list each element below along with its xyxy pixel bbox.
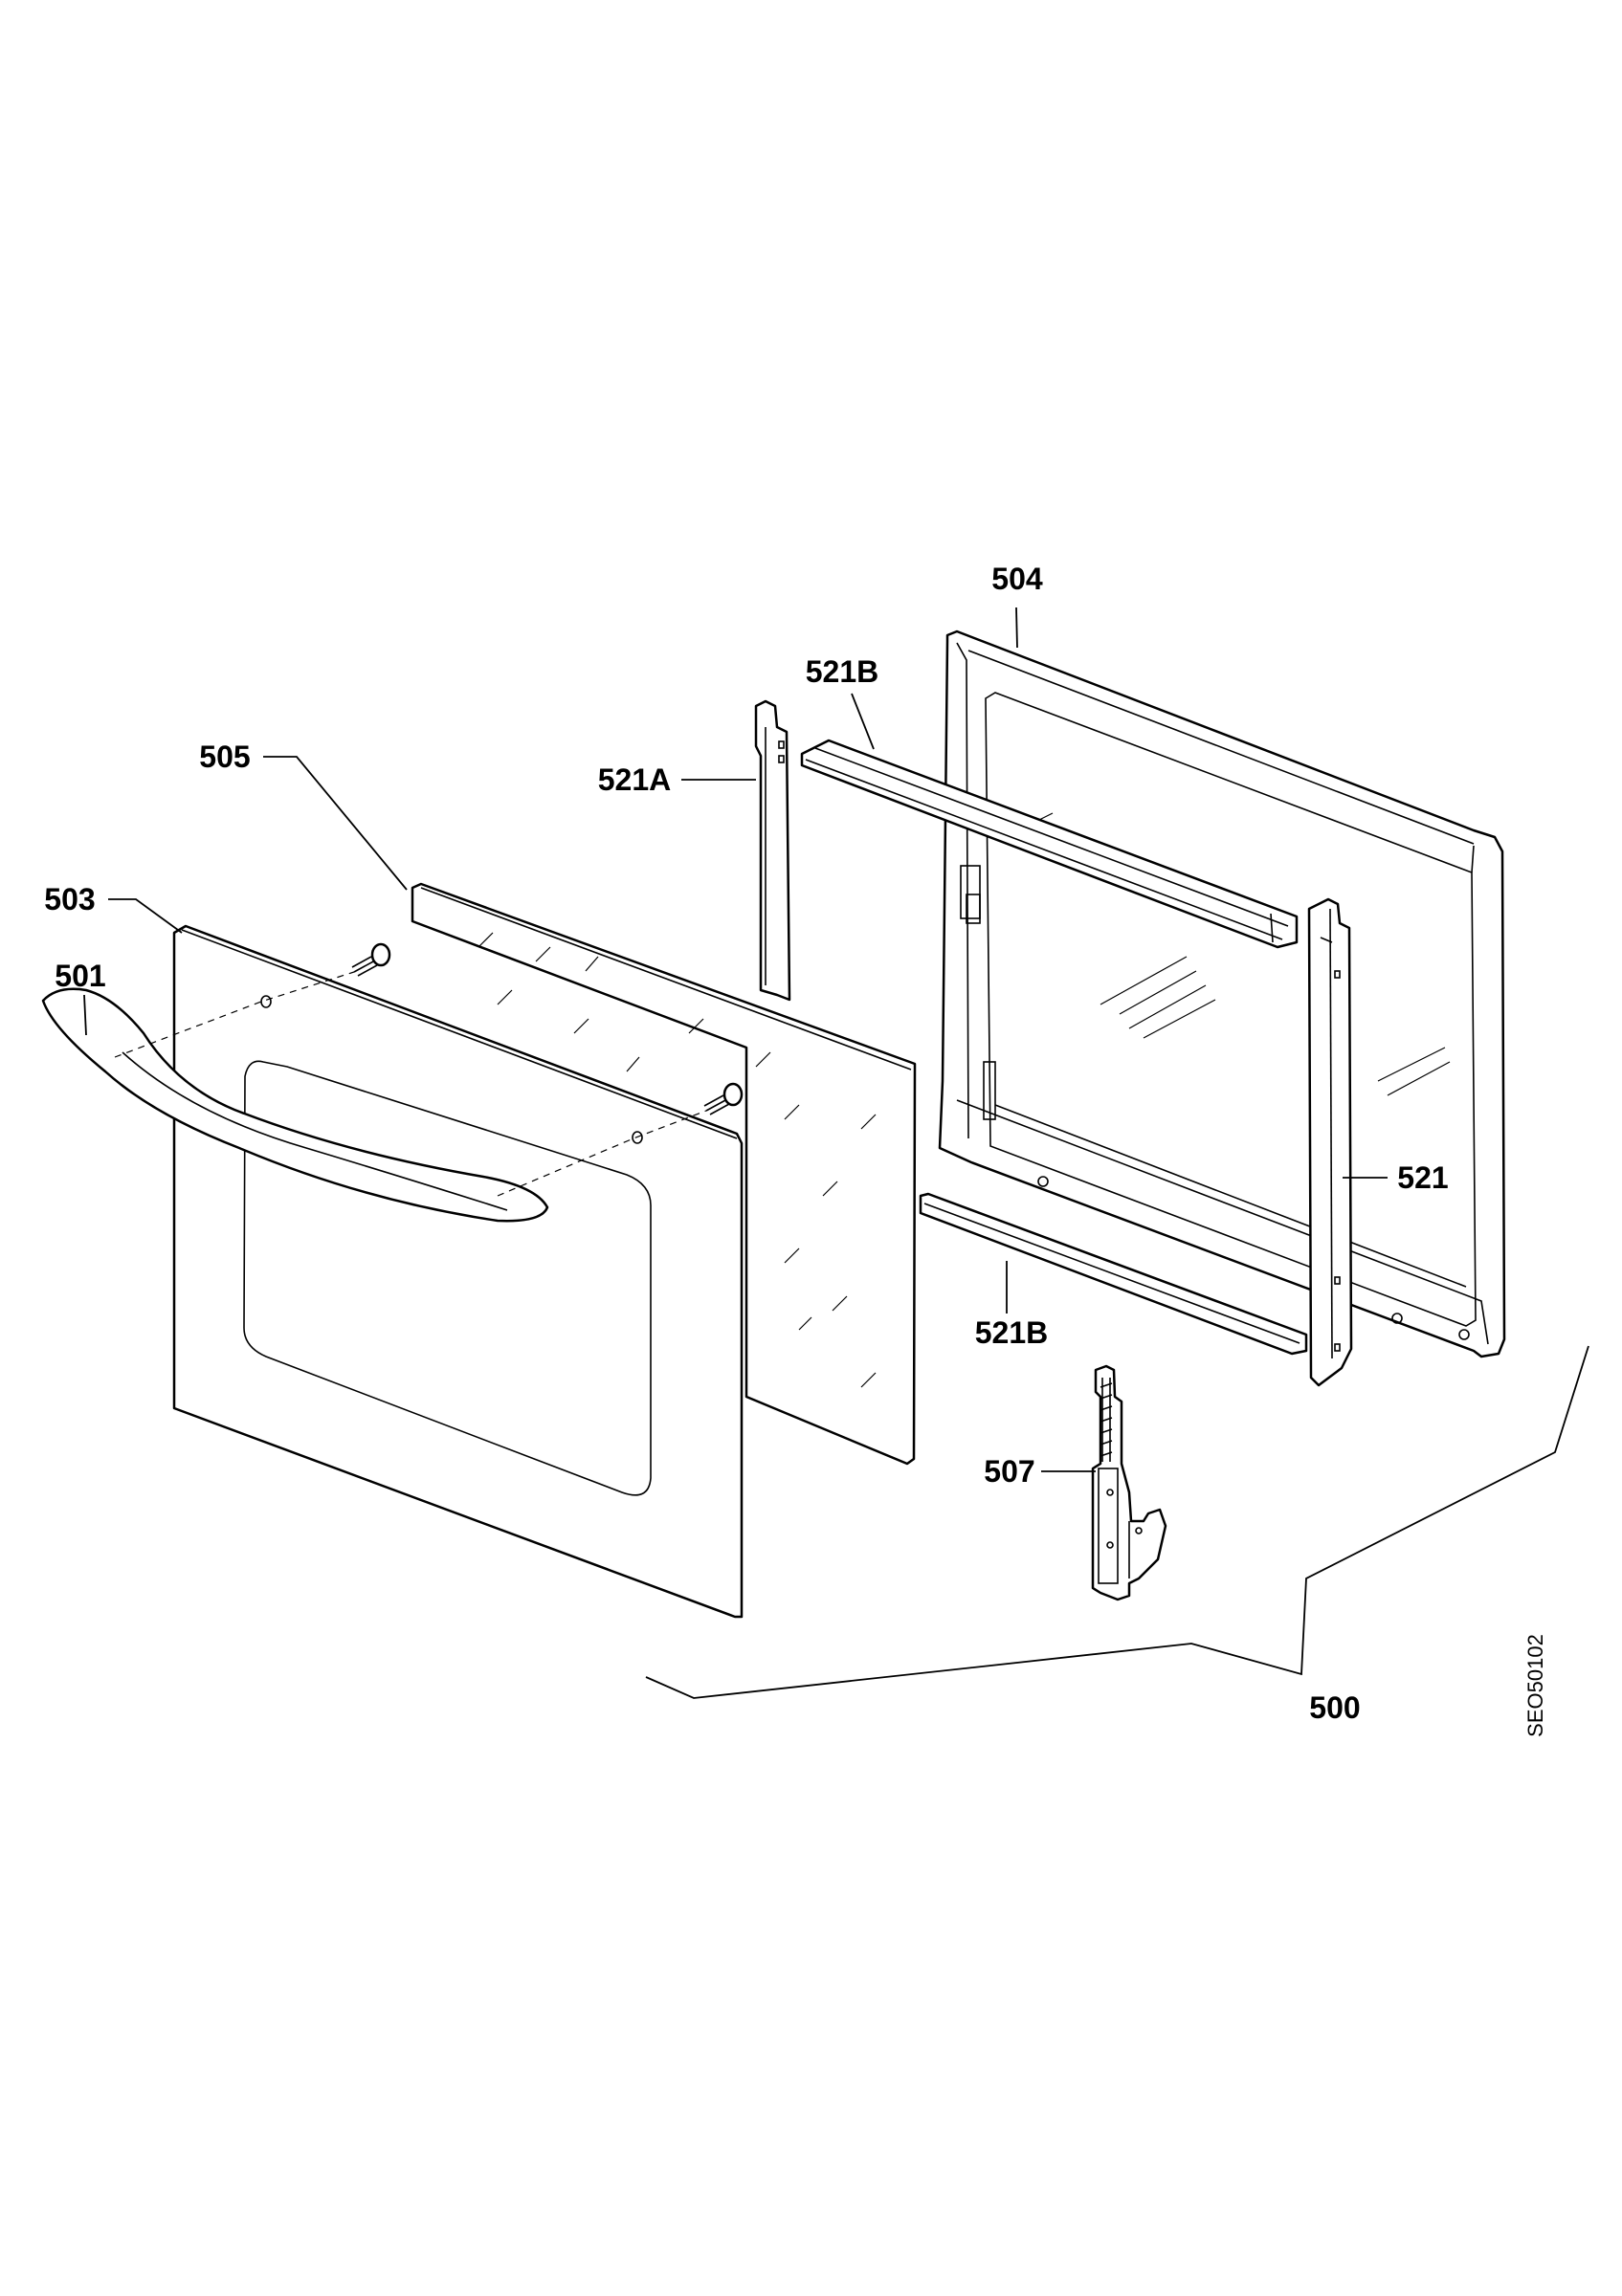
label-521A: 521A bbox=[598, 762, 672, 797]
assembly-bracket-500 bbox=[645, 1345, 1589, 1699]
side-profile-521A bbox=[754, 699, 791, 1002]
top-profile-521B bbox=[800, 739, 1299, 949]
label-521B-top: 521B bbox=[806, 654, 879, 689]
drawing-code: SEO50102 bbox=[1523, 1634, 1547, 1737]
label-503: 503 bbox=[44, 882, 95, 916]
label-505: 505 bbox=[199, 740, 250, 774]
leader-501 bbox=[83, 994, 87, 1036]
label-504: 504 bbox=[991, 562, 1043, 596]
leader-503 bbox=[108, 898, 183, 934]
door-handle-501 bbox=[41, 987, 549, 1223]
label-501: 501 bbox=[55, 959, 105, 993]
leader-505 bbox=[263, 756, 408, 891]
leader-521B-top bbox=[851, 693, 875, 750]
assembly-line-upper bbox=[114, 971, 355, 1058]
outer-door-panel-503 bbox=[172, 924, 744, 1619]
screw-lower bbox=[703, 1082, 744, 1115]
label-507: 507 bbox=[984, 1454, 1034, 1489]
leader-504 bbox=[1015, 607, 1018, 649]
glass-panel-505 bbox=[411, 882, 917, 1466]
hinge-507 bbox=[1091, 1364, 1167, 1601]
label-500: 500 bbox=[1309, 1690, 1360, 1725]
label-521B-bottom: 521B bbox=[975, 1315, 1049, 1350]
bottom-profile-521B bbox=[919, 1192, 1308, 1356]
assembly-line-lower bbox=[497, 1110, 707, 1197]
label-521: 521 bbox=[1397, 1160, 1448, 1195]
side-profile-521 bbox=[1307, 897, 1353, 1387]
inner-door-frame-504 bbox=[938, 629, 1506, 1358]
screw-upper bbox=[351, 942, 391, 977]
